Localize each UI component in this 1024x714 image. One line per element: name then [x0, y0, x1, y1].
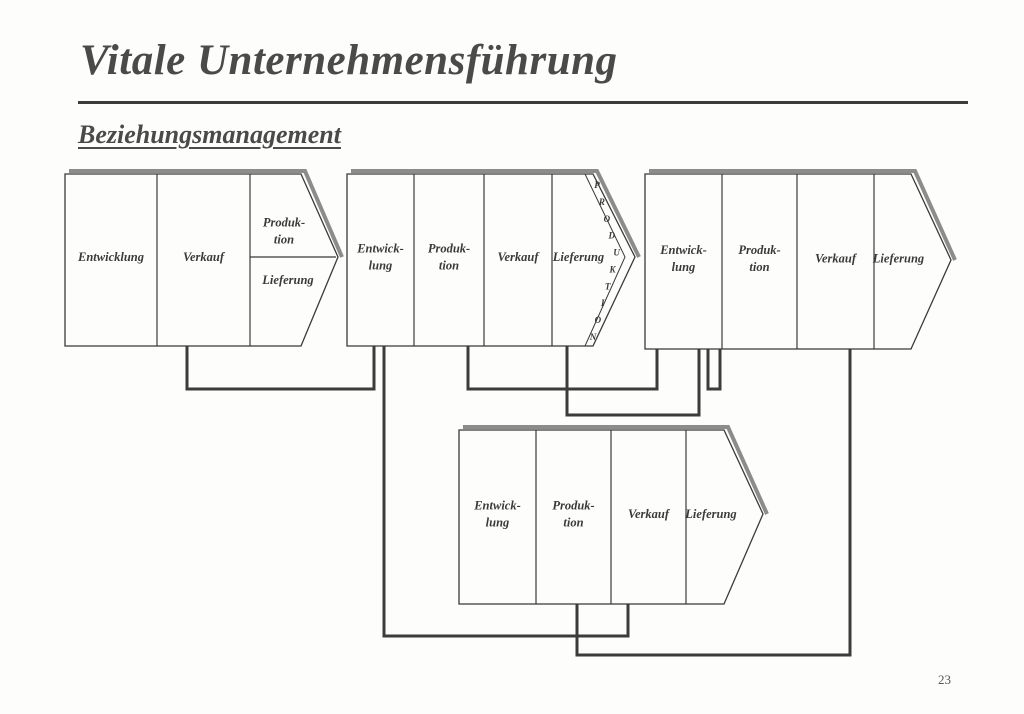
connector-line — [575, 349, 852, 657]
title-rule — [78, 101, 968, 104]
produktion-label: Produk- — [552, 498, 594, 512]
verkauf-label: Verkauf — [498, 250, 541, 264]
lieferung-label: Lieferung — [872, 251, 924, 265]
chain-shadow — [649, 169, 957, 261]
chain-outline — [64, 173, 339, 347]
value-chain-3: Entwick-lung Produk-tion Verkauf Lieferung — [644, 169, 957, 350]
page-subtitle: Beziehungsmanagement — [78, 120, 341, 149]
chain-shadow — [69, 169, 344, 258]
verkauf-label: Verkauf — [183, 250, 226, 264]
lieferung-label: Lieferung — [684, 507, 736, 521]
connector-line — [565, 346, 701, 417]
connectors — [185, 346, 852, 657]
value-chain-2: Entwick-lung Produk-tion Verkauf LieferungP… — [346, 169, 641, 347]
connector-line — [185, 346, 376, 391]
page-number: 23 — [938, 672, 951, 687]
chain-shadow — [351, 169, 641, 258]
produktion-label: Produk- — [263, 215, 305, 229]
chain-shadow — [463, 425, 769, 515]
verkauf-label: Verkauf — [628, 507, 671, 521]
produktion-label: tion — [439, 258, 459, 272]
produktion-label: tion — [563, 515, 583, 529]
entwicklung-label: lung — [369, 258, 393, 272]
lieferung-label: Lieferung — [261, 273, 313, 287]
page-title: Vitale Unternehmensführung — [80, 37, 618, 84]
produktion-label: Produk- — [428, 241, 470, 255]
entwicklung-label: lung — [486, 515, 510, 529]
connector-line — [382, 346, 630, 638]
entwicklung-label: Entwicklung — [77, 250, 144, 264]
entwicklung-label: Entwick- — [473, 498, 521, 512]
entwicklung-label: Entwick- — [659, 243, 707, 257]
produktion-label: tion — [274, 232, 294, 246]
entwicklung-label: Entwick- — [356, 241, 404, 255]
value-chain-4: Entwick-lung Produk-tion Verkauf Lieferung — [458, 425, 769, 605]
connector-line — [466, 346, 659, 391]
produktion-strip — [584, 173, 626, 347]
entwicklung-label: lung — [672, 260, 696, 274]
produktion-label: Produk- — [738, 243, 780, 257]
lieferung-label: Lieferung — [552, 250, 604, 264]
verkauf-label: Verkauf — [815, 251, 858, 265]
produktion-label: tion — [749, 260, 769, 274]
connector-line — [706, 349, 722, 391]
